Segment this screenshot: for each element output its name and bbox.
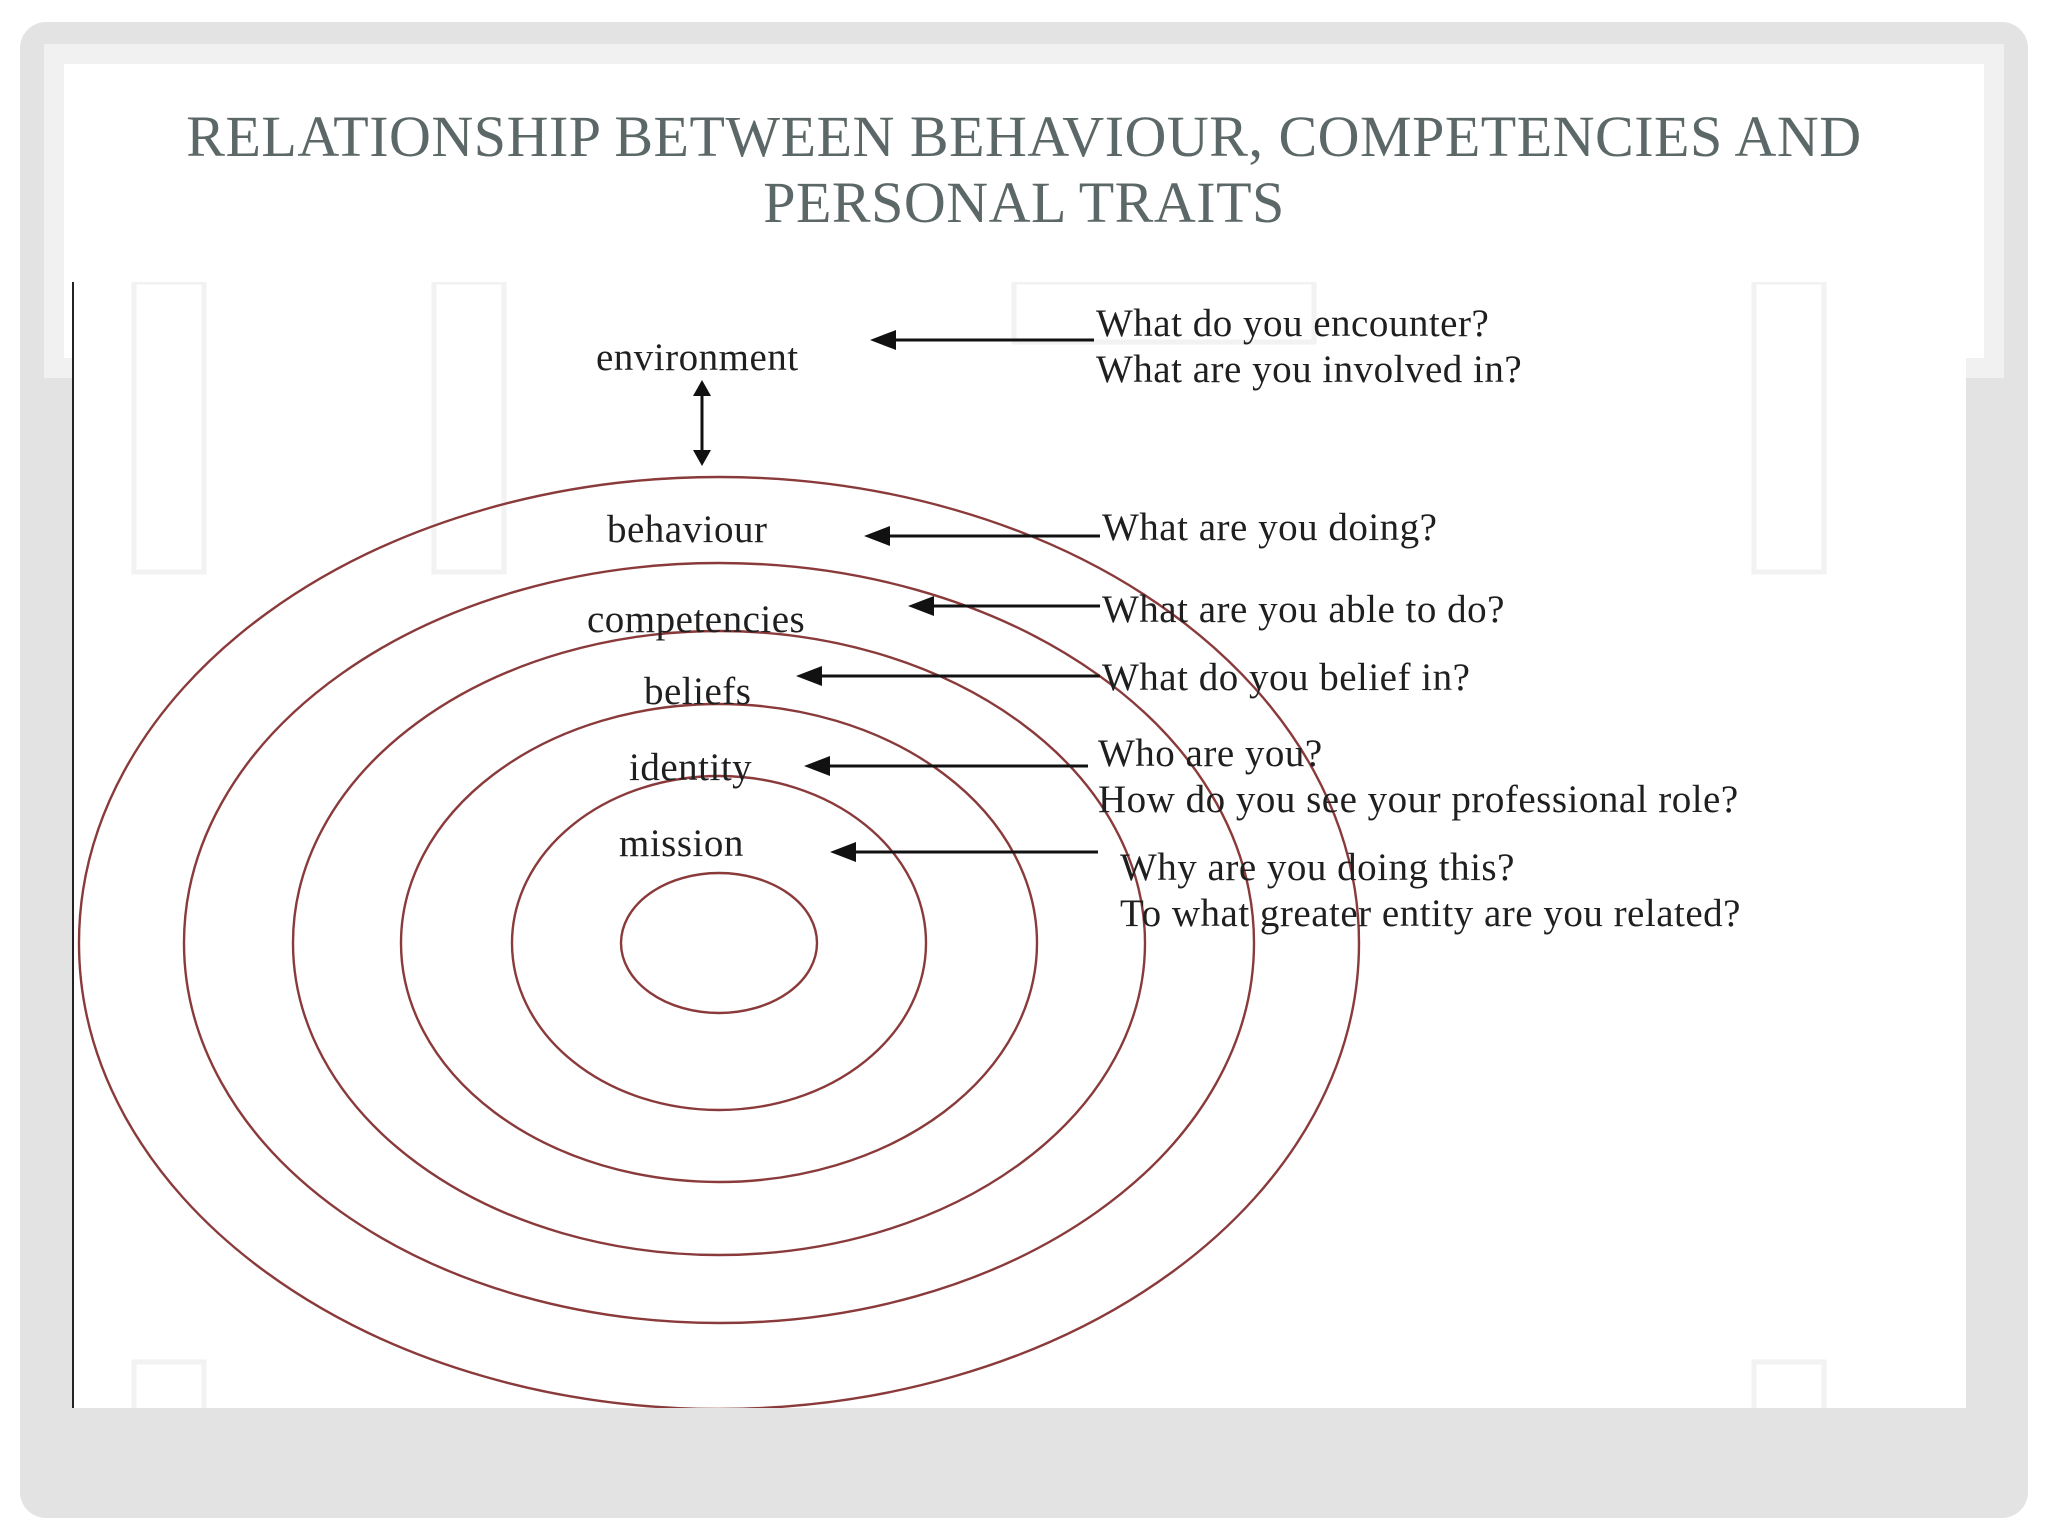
level-label-mission: mission [619,822,744,865]
ring-beliefs [291,629,1147,1257]
pointer-arrows [796,330,1100,862]
watermark [131,282,1827,1408]
level-label-behaviour: behaviour [607,508,767,551]
diagram-svg: environment behaviour competencies belie… [77,282,1827,1408]
ring-mission [510,774,928,1112]
ring-identity [399,702,1039,1184]
question-identity-line2: How do you see your professional role? [1098,778,1739,821]
question-environment-line1: What do you encounter? [1096,302,1489,345]
level-label-environment: environment [596,336,799,379]
question-environment-line2: What are you involved in? [1096,348,1522,391]
question-mission-line2: To what greater entity are you related? [1120,892,1741,935]
level-label-competencies: competencies [587,598,805,641]
question-behaviour: What are you doing? [1102,506,1437,549]
double-arrow [693,380,711,466]
ring-competencies [182,561,1256,1325]
level-label-beliefs: beliefs [644,670,751,713]
level-labels: environment behaviour competencies belie… [587,336,805,865]
level-label-identity: identity [629,746,752,789]
questions: What do you encounter? What are you invo… [1096,302,1741,935]
slide-title: RELATIONSHIP BETWEEN BEHAVIOUR, COMPETEN… [186,104,1862,235]
concentric-rings [77,475,1361,1408]
diagram-image: environment behaviour competencies belie… [72,282,1966,1408]
ring-behaviour [77,475,1361,1408]
ring-core [619,871,819,1015]
question-mission-line1: Why are you doing this? [1120,846,1515,889]
question-beliefs: What do you belief in? [1102,656,1470,699]
question-identity-line1: Who are you? [1098,732,1323,775]
question-competencies: What are you able to do? [1102,588,1505,631]
